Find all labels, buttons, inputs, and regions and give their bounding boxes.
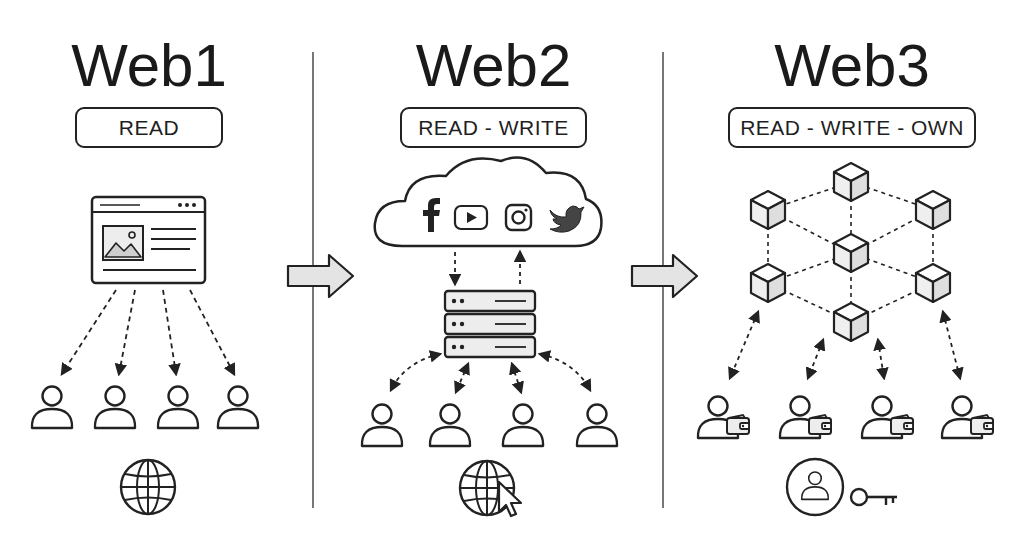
cloud-server-arrows — [455, 252, 520, 284]
instagram-logo — [506, 205, 531, 230]
globe-icon — [121, 460, 175, 514]
user-icons — [32, 387, 258, 429]
browser-window — [92, 197, 205, 283]
youtube-logo — [455, 206, 487, 229]
server-stack — [445, 291, 535, 357]
twitter-logo — [550, 206, 584, 232]
identity-icon — [787, 459, 843, 515]
era-heading: Web1 — [37, 31, 261, 101]
era-tagline: READ - WRITE — [418, 116, 569, 140]
era-tagline: READ — [119, 116, 179, 140]
transition-arrow — [632, 255, 697, 297]
stage-label-box: Web1READ — [75, 107, 223, 148]
facebook-logo — [423, 198, 440, 232]
download-arrows — [62, 290, 234, 374]
key-icon — [851, 489, 897, 505]
block-cubes — [751, 163, 950, 341]
network-links — [768, 182, 933, 322]
server-user-arrows — [391, 354, 590, 392]
user-icons — [362, 405, 617, 447]
era-heading: Web3 — [690, 31, 1014, 101]
cloud-shape — [375, 157, 602, 246]
era-heading: Web2 — [362, 31, 625, 101]
user-wallet-icons — [698, 397, 993, 439]
era-tagline: READ - WRITE - OWN — [740, 116, 964, 140]
network-user-arrows — [730, 312, 960, 378]
stage-label-box: Web3READ - WRITE - OWN — [728, 107, 976, 148]
stage-label-box: Web2READ - WRITE — [400, 107, 587, 148]
cursor-icon — [499, 482, 521, 516]
transition-arrow — [288, 255, 353, 297]
